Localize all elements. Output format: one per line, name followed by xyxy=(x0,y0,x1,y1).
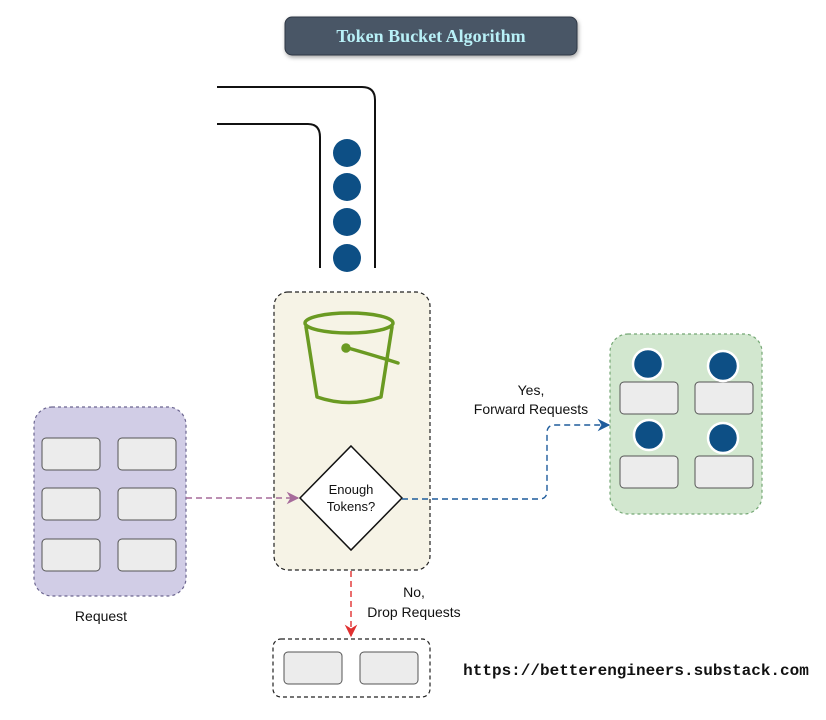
no-label-line1: No, xyxy=(403,584,425,600)
request-item xyxy=(41,487,101,521)
yes-label-line2: Forward Requests xyxy=(474,401,588,417)
user-icon xyxy=(694,349,754,415)
dropped-group xyxy=(272,638,431,698)
user-icon xyxy=(619,418,679,489)
dropped-request-item xyxy=(359,651,419,685)
pipe-outer-wall xyxy=(217,86,376,268)
yes-label-line1: Yes, xyxy=(518,382,545,398)
user-icon xyxy=(694,421,754,489)
no-label-line2: Drop Requests xyxy=(367,604,460,620)
request-item xyxy=(117,487,177,521)
forwarded-group xyxy=(609,333,763,515)
title-background xyxy=(284,16,578,56)
token-feeder-pipe xyxy=(217,86,376,268)
dropped-request-item xyxy=(283,651,343,685)
token-circle xyxy=(333,208,361,236)
request-label: Request xyxy=(75,608,127,624)
user-icon xyxy=(619,347,679,415)
token-circle xyxy=(333,139,361,167)
request-item xyxy=(41,538,101,572)
decision-label-line1: Enough xyxy=(329,482,374,497)
request-item xyxy=(41,437,101,471)
token-circle xyxy=(333,173,361,201)
pipe-inner-wall xyxy=(217,123,321,268)
page-title: Token Bucket Algorithm xyxy=(336,26,525,46)
request-item xyxy=(117,437,177,471)
request-group xyxy=(33,406,187,597)
decision-shape xyxy=(298,444,404,552)
title-box: Token Bucket Algorithm xyxy=(284,16,578,56)
website-url[interactable]: https://betterengineers.substack.com xyxy=(463,662,809,680)
decision-label-line2: Tokens? xyxy=(327,499,375,514)
decision-diamond: Enough Tokens? xyxy=(298,444,404,552)
token-stack xyxy=(333,139,361,272)
token-circle xyxy=(333,244,361,272)
request-item xyxy=(117,538,177,572)
bucket-icon xyxy=(303,311,400,405)
forward-arrow xyxy=(402,418,611,500)
